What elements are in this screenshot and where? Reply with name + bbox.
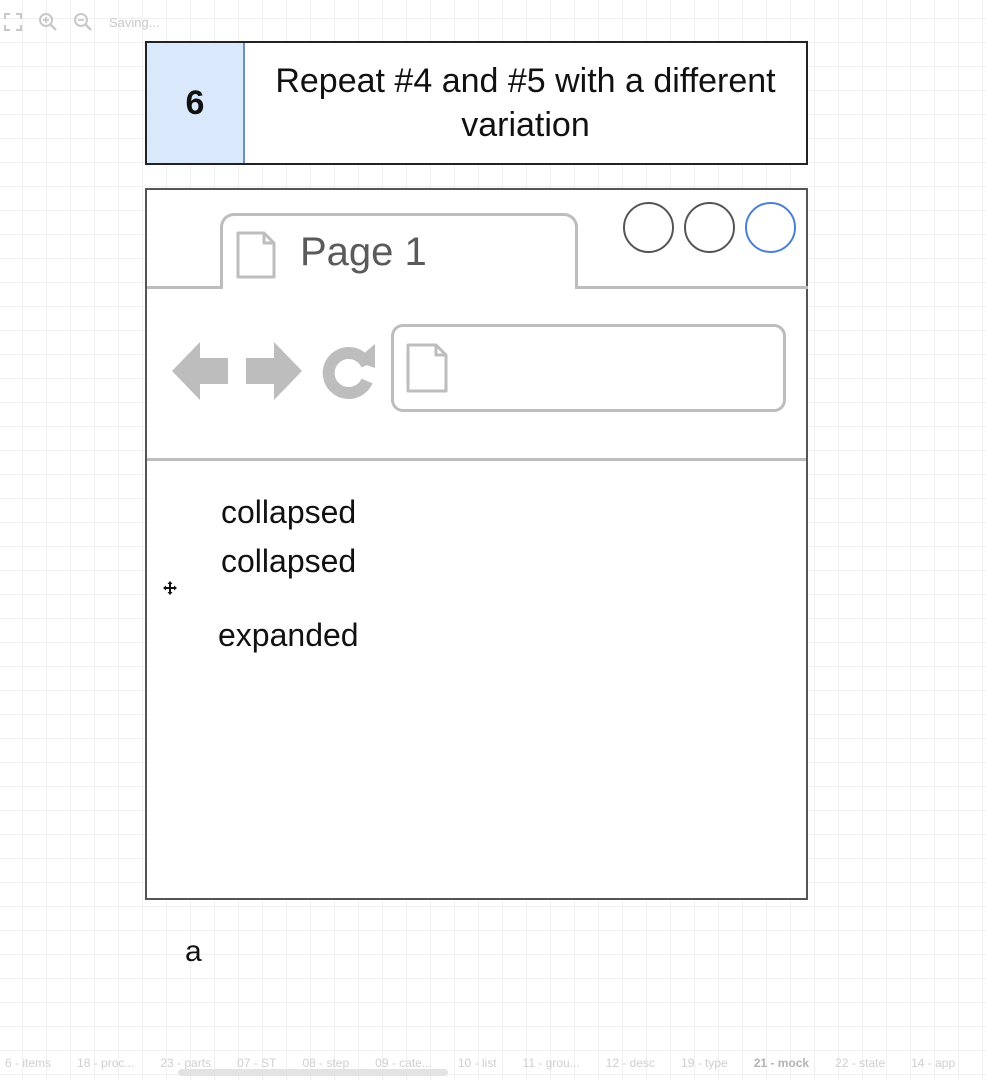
- zoom-out-icon[interactable]: [72, 11, 94, 33]
- page-tab[interactable]: 10 - list: [457, 1056, 497, 1070]
- step-description[interactable]: Repeat #4 and #5 with a different variat…: [275, 62, 776, 144]
- zoom-in-icon[interactable]: [37, 11, 59, 33]
- page-tab[interactable]: 14 - app: [911, 1056, 956, 1070]
- content-item-expanded[interactable]: expanded: [218, 617, 359, 653]
- browser-mockup[interactable]: Page 1: [145, 188, 808, 900]
- close-button[interactable]: [745, 202, 796, 253]
- tab-strip-line: [576, 286, 808, 289]
- page-icon: [236, 231, 276, 284]
- back-arrow-icon[interactable]: [172, 340, 228, 407]
- page-tab[interactable]: 08 - step: [302, 1056, 350, 1070]
- page-tabs-bar: 6 - items 18 - proc... 23 - parts 07 - S…: [0, 1050, 986, 1076]
- save-status: Saving...: [109, 14, 160, 30]
- tab-label: Page 1: [300, 230, 427, 274]
- page-tab[interactable]: 09 - cate...: [375, 1056, 432, 1070]
- address-bar[interactable]: [391, 324, 786, 412]
- step-number[interactable]: 6: [147, 43, 245, 163]
- tab-strip-line: [147, 286, 221, 289]
- page-tab-active[interactable]: 21 - mock: [753, 1056, 810, 1070]
- editor-toolbar: Saving...: [0, 8, 160, 36]
- page-tab[interactable]: 6 - items: [5, 1056, 52, 1070]
- forward-arrow-icon[interactable]: [246, 340, 302, 407]
- text-label[interactable]: a: [185, 935, 202, 968]
- page-tab[interactable]: 19 - type: [681, 1056, 728, 1070]
- page-tab[interactable]: 07 - ST: [237, 1056, 277, 1070]
- step-header[interactable]: 6 Repeat #4 and #5 with a different vari…: [145, 41, 808, 165]
- browser-tab[interactable]: Page 1: [220, 213, 578, 289]
- page-tab[interactable]: 18 - proc...: [77, 1056, 135, 1070]
- toolbar-divider: [147, 458, 806, 461]
- page-tab[interactable]: 11 - grou...: [522, 1056, 580, 1070]
- page-tab[interactable]: 22 - state: [835, 1056, 886, 1070]
- content-item-collapsed[interactable]: collapsed: [221, 494, 357, 530]
- minimize-button[interactable]: [623, 202, 674, 253]
- move-cursor-icon: [163, 581, 177, 600]
- reload-icon[interactable]: [321, 342, 377, 405]
- horizontal-scrollbar[interactable]: [178, 1069, 448, 1076]
- page-tab[interactable]: 23 - parts: [160, 1056, 212, 1070]
- content-item-collapsed[interactable]: collapsed: [221, 543, 357, 579]
- page-tab[interactable]: 12 - desc: [605, 1056, 656, 1070]
- page-icon: [406, 343, 448, 398]
- fullscreen-icon[interactable]: [2, 11, 24, 33]
- maximize-button[interactable]: [684, 202, 735, 253]
